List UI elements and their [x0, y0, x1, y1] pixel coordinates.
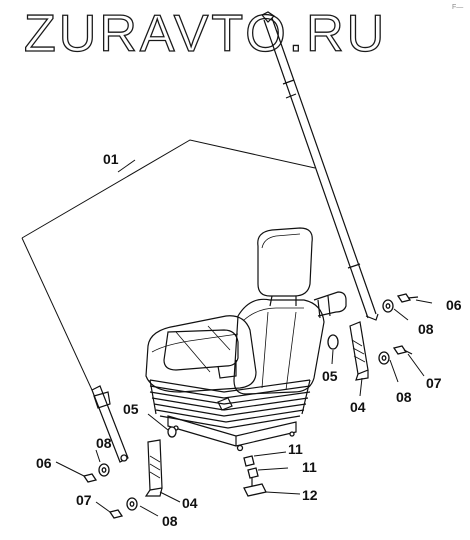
- operator-seat: [145, 227, 347, 452]
- corner-mark: F—: [452, 4, 464, 11]
- label-11-top: 11: [288, 441, 303, 457]
- label-08-left-bottom: 08: [162, 513, 178, 529]
- label-07-left: 07: [76, 492, 92, 508]
- label-05-left: 05: [123, 401, 139, 417]
- leader-lines: [55, 299, 433, 517]
- label-07-right: 07: [426, 375, 442, 391]
- label-06-right: 06: [446, 297, 462, 313]
- label-08-left-top: 08: [96, 435, 112, 451]
- watermark: ZURAVTO.RU: [23, 4, 388, 63]
- label-11-bottom: 11: [302, 459, 317, 475]
- label-01: 01: [103, 151, 119, 167]
- label-04-left: 04: [182, 495, 198, 511]
- part-01-leader: [21, 139, 316, 391]
- label-08-right-top: 08: [418, 321, 434, 337]
- right-buckle-strap: [349, 321, 369, 381]
- left-belt-anchor: [91, 385, 129, 463]
- seat-belt-strap: [261, 11, 379, 321]
- hardware: [82, 293, 419, 519]
- label-08-right-bottom: 08: [396, 389, 412, 405]
- label-12: 12: [302, 487, 318, 503]
- left-buckle-strap: [144, 439, 163, 497]
- part-labels: 01 05 05 06 06 08 08 07 04 08 07 04 08 1…: [36, 151, 462, 529]
- label-05-right: 05: [322, 368, 338, 384]
- label-04-right: 04: [350, 399, 366, 415]
- label-06-left: 06: [36, 455, 52, 471]
